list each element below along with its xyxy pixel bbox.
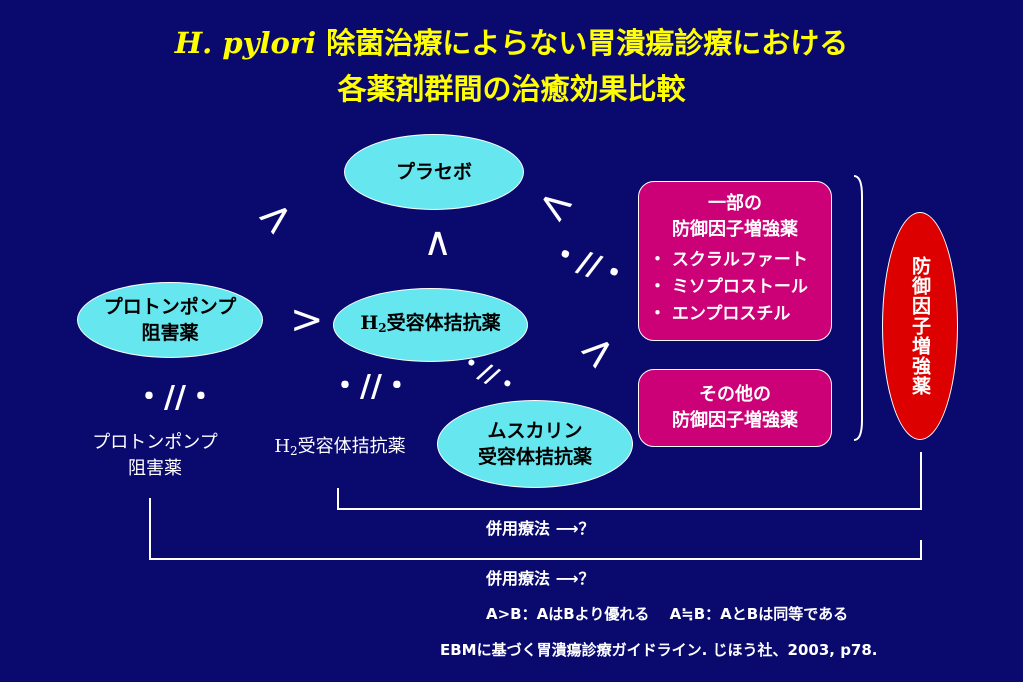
combo-label-inner: 併用療法 ⟶？ <box>486 519 595 538</box>
combo-label-outer: 併用療法 ⟶？ <box>486 569 595 588</box>
h2ra-label-h: H <box>360 311 379 334</box>
title-line-1-rest: 除菌治療によらない胃潰瘍診療における <box>316 26 849 60</box>
h2ra-self-label-h: H <box>274 436 291 457</box>
ppi-self-label-line1: プロトンポンプ <box>92 432 218 453</box>
h2ra-label-rest: 受容体拮抗薬 <box>386 311 501 334</box>
partial-box-title-2: 防御因子増強薬 <box>672 219 798 240</box>
placebo-label: プラセボ <box>395 161 472 183</box>
combo-bracket-outer <box>149 498 922 560</box>
title-latin-part: H. pylori <box>174 26 317 60</box>
placebo-node: プラセボ <box>344 134 524 210</box>
citation-text: EBMに基づく胃潰瘍診療ガイドライン. じほう社、2003, p78. <box>440 641 878 659</box>
muscarinic-node: ムスカリン 受容体拮抗薬 <box>437 400 633 488</box>
defense-enhancer-pill: 防御因子増強薬 <box>882 212 958 440</box>
ppi-self-not-equal-symbol: ・//・ <box>134 380 216 415</box>
partial-box-item-2: ・ ミソプロストール <box>649 277 808 297</box>
h2ra-self-not-equal-symbol: ・//・ <box>330 369 412 404</box>
ppi-label-line1: プロトンポンプ <box>103 296 237 318</box>
h2ra-self-label-sub: 2 <box>290 444 298 458</box>
ppi-node: プロトンポンプ 阻害薬 <box>77 282 263 358</box>
ppi-self-label-line2: 阻害薬 <box>128 458 182 479</box>
ppi-label-line2: 阻害薬 <box>141 322 199 344</box>
muscarinic-label-line1: ムスカリン <box>487 420 583 442</box>
h2ra-node: H2受容体拮抗薬 <box>333 288 528 362</box>
combo-bracket-inner <box>337 452 922 510</box>
defense-pill-label: 防御因子増強薬 <box>909 256 931 396</box>
ppi-vs-h2ra-greater-symbol: > <box>290 297 324 343</box>
bracket-right-curly <box>853 175 863 441</box>
partial-box-title-1: 一部の <box>708 193 762 214</box>
other-defense-box: その他の 防御因子増強薬 <box>638 369 832 447</box>
h2ra-self-label-rest: 受容体拮抗薬 <box>297 436 406 457</box>
h2ra-label: H2受容体拮抗薬 <box>360 310 500 341</box>
other-box-line1: その他の <box>699 384 771 405</box>
title-line-1: H. pylori 除菌治療によらない胃潰瘍診療における <box>0 24 1023 62</box>
partial-box-item-3: ・ エンプロスチル <box>649 304 791 324</box>
legend-text: A>B：AはBより優れる A≒B：AとBは同等である <box>486 605 849 623</box>
title-line-2: 各薬剤群間の治癒効果比較 <box>337 72 686 106</box>
partial-box-item-1: ・ スクラルファート <box>649 250 808 270</box>
h2ra-label-sub: 2 <box>378 320 387 335</box>
partial-defense-box: 一部の 防御因子増強薬 ・ スクラルファート ・ ミソプロストール ・ エンプロ… <box>638 181 832 341</box>
h2ra-vs-placebo-wedge-symbol: ∧ <box>423 219 453 265</box>
h2ra-self-label: H2受容体拮抗薬 <box>250 434 430 464</box>
other-box-line2: 防御因子増強薬 <box>672 410 798 431</box>
ppi-self-label: プロトンポンプ 阻害薬 <box>80 430 230 482</box>
muscarinic-label-line2: 受容体拮抗薬 <box>477 446 592 468</box>
